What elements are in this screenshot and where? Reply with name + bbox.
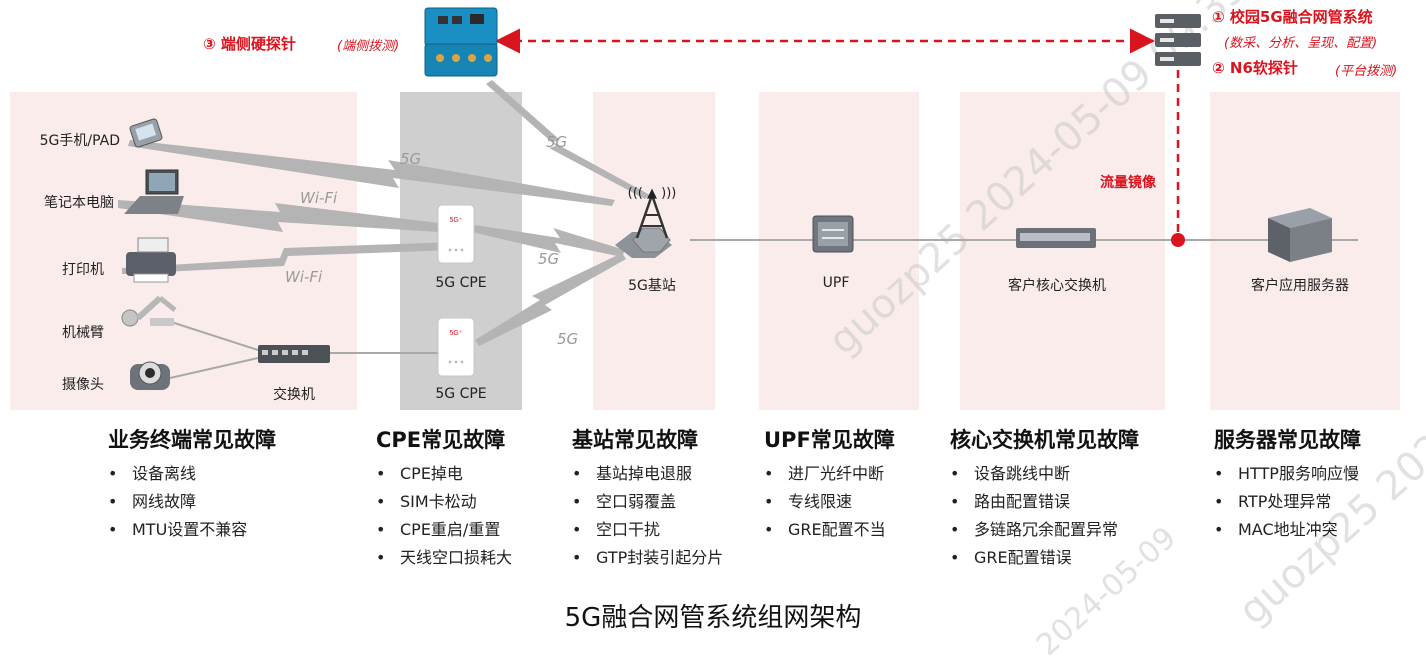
fault-item: •GRE配置不当 (764, 520, 886, 539)
label-robot-arm: 机械臂 (62, 325, 104, 341)
fault-item: •基站掉电退服 (572, 464, 693, 483)
label-phone: 5G手机/PAD (39, 133, 120, 149)
antenna-signal: ((( ▲ ))) (627, 186, 677, 201)
fault-item: •多链路冗余配置异常 (950, 520, 1119, 539)
fault-title: 业务终端常见故障 (108, 428, 276, 452)
radio-label-phone-5g: 5G (400, 150, 422, 168)
radio-bolt-probe (486, 80, 650, 199)
radio-bolt-cpe1 (472, 225, 625, 257)
label-upf: UPF (822, 275, 850, 291)
radio-label-cpe-top-5g: 5G (538, 250, 560, 268)
label-cpe-bottom: 5G CPE (435, 386, 487, 402)
radio-label-probe-5g: 5G (546, 133, 568, 151)
label-switch: 交换机 (273, 387, 315, 403)
svg-text:5G⁺: 5G⁺ (449, 330, 462, 337)
mirror-label: 流量镜像 (1100, 175, 1156, 191)
link-arm-switch (164, 319, 259, 351)
core-switch-device (1016, 228, 1096, 248)
nms-server-stack (1155, 14, 1201, 66)
fault-item: •GRE配置错误 (950, 548, 1072, 567)
edge-probe-sub: (端侧拨测) (337, 39, 400, 54)
cpe-top-device: 5G⁺ (437, 204, 475, 264)
fault-item: •空口弱覆盖 (572, 492, 677, 511)
edge-probe-label: ③ 端侧硬探针 (203, 35, 296, 53)
camera-device (130, 361, 170, 390)
fault-group-cpe: CPE常见故障 •CPE掉电 •SIM卡松动 •CPE重启/重置 •天线空口损耗… (376, 424, 512, 572)
fault-title: CPE常见故障 (376, 428, 506, 452)
radio-bolt-cpe2 (475, 253, 626, 346)
robot-arm-device (121, 295, 177, 327)
fault-item: •进厂光纤中断 (764, 464, 885, 483)
svg-text:5G⁺: 5G⁺ (449, 217, 462, 224)
fault-item: •空口干扰 (572, 520, 661, 539)
radio-label-cpe-bottom-5g: 5G (557, 330, 579, 348)
fault-item: •路由配置错误 (950, 492, 1071, 511)
n6-probe-sub: (平台拨测) (1335, 64, 1398, 79)
label-camera: 摄像头 (62, 377, 104, 393)
fault-item: •设备离线 (108, 464, 197, 483)
app-server-device (1268, 208, 1332, 262)
mirror-point (1171, 233, 1185, 247)
fault-item: •专线限速 (764, 492, 853, 511)
n6-probe-label: ② N6软探针 (1212, 59, 1298, 77)
label-printer: 打印机 (62, 262, 104, 278)
fault-item: •天线空口损耗大 (376, 548, 513, 567)
access-switch-device (258, 345, 330, 363)
fault-item: •MTU设置不兼容 (108, 520, 248, 539)
phone-device (129, 118, 163, 148)
radio-bolt-phone (128, 140, 615, 206)
laptop-device (124, 169, 184, 214)
fault-group-upf: UPF常见故障 •进厂光纤中断 •专线限速 •GRE配置不当 (764, 424, 895, 544)
label-core-switch: 客户核心交换机 (1008, 278, 1106, 294)
label-base-station: 5G基站 (628, 278, 676, 294)
label-cpe-top: 5G CPE (435, 275, 487, 291)
radio-bolt-laptop (118, 200, 455, 233)
fault-item: •GTP封装引起分片 (572, 548, 724, 567)
fault-title: UPF常见故障 (764, 428, 895, 452)
fault-title: 核心交换机常见故障 (950, 428, 1139, 452)
link-camera-switch (169, 357, 259, 379)
printer-device (126, 237, 176, 283)
system-sub: (数采、分析、呈现、配置) (1224, 36, 1378, 51)
fault-group-server: 服务器常见故障 •HTTP服务响应慢 •RTP处理异常 •MAC地址冲突 (1214, 424, 1361, 544)
base-station-device (615, 194, 672, 258)
radio-bolt-printer (122, 242, 455, 274)
fault-group-core-switch: 核心交换机常见故障 •设备跳线中断 •路由配置错误 •多链路冗余配置异常 •GR… (950, 424, 1139, 572)
diagram-title: 5G融合网管系统组网架构 (564, 603, 862, 633)
fault-item: •CPE重启/重置 (376, 520, 501, 539)
radio-label-printer-wifi: Wi-Fi (285, 268, 323, 286)
label-app-server: 客户应用服务器 (1251, 278, 1349, 294)
fault-item: •MAC地址冲突 (1214, 520, 1338, 539)
fault-item: •SIM卡松动 (376, 492, 477, 511)
core-switch-zone (960, 92, 1165, 410)
radio-label-laptop-wifi: Wi-Fi (300, 189, 338, 207)
label-laptop: 笔记本电脑 (44, 195, 114, 211)
edge-probe-device (424, 7, 498, 77)
fault-item: •设备跳线中断 (950, 464, 1071, 483)
fault-item: •RTP处理异常 (1214, 492, 1332, 511)
fault-item: •HTTP服务响应慢 (1214, 464, 1359, 483)
cpe-bottom-device: 5G⁺ (437, 317, 475, 377)
fault-item: •网线故障 (108, 492, 197, 511)
fault-group-base-station: 基站常见故障 •基站掉电退服 •空口弱覆盖 •空口干扰 •GTP封装引起分片 (572, 424, 723, 572)
fault-item: •CPE掉电 (376, 464, 463, 483)
upf-device (812, 215, 854, 253)
fault-title: 服务器常见故障 (1214, 428, 1361, 452)
fault-title: 基站常见故障 (572, 428, 698, 452)
network-diagram: 5G⁺ 5G⁺ (118, 7, 1358, 390)
system-label: ① 校园5G融合网管系统 (1212, 8, 1373, 26)
fault-group-terminals: 业务终端常见故障 •设备离线 •网线故障 •MTU设置不兼容 (108, 424, 276, 544)
